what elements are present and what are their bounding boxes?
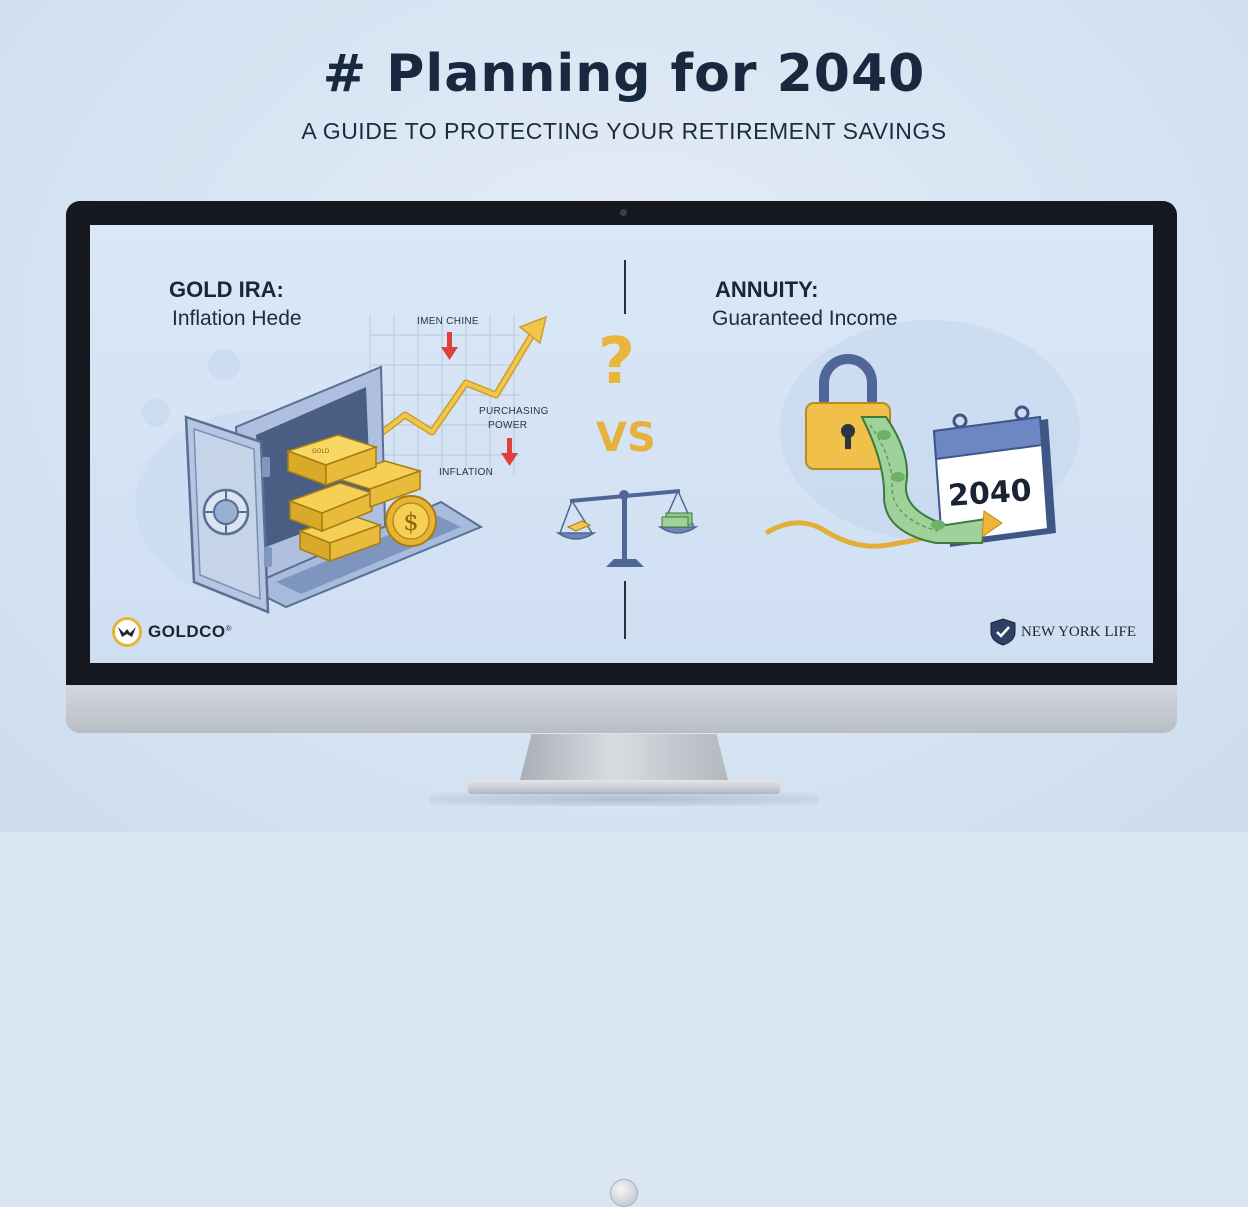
page-subtitle: A GUIDE TO PROTECTING YOUR RETIREMENT SA… <box>301 118 947 144</box>
new-york-life-wordmark: NEW YORK LIFE <box>1021 623 1136 640</box>
gold-ira-heading: GOLD IRA: <box>169 277 284 302</box>
monitor-bezel: GOLD IRA: Inflation Hede <box>66 201 1177 685</box>
monitor-stand-neck <box>519 734 729 784</box>
shield-icon <box>990 618 1016 646</box>
gold-bar-stamp: GOLD <box>312 448 330 455</box>
goldco-registered-mark: ® <box>225 623 232 633</box>
monitor-chin <box>66 685 1177 1207</box>
question-mark: ? <box>598 325 636 399</box>
webcam-icon <box>620 209 627 216</box>
coin-icon: $ <box>385 495 437 547</box>
goldco-wordmark: GOLDCO <box>148 622 226 641</box>
balance-scale-icon <box>555 489 699 567</box>
page-title: # Planning for 2040 <box>322 44 926 104</box>
power-button-icon <box>610 1179 638 1207</box>
monitor-stand-base <box>468 780 780 794</box>
chart-label-purchasing: PURCHASING <box>479 406 549 417</box>
monitor-shadow <box>430 792 818 806</box>
center-divider-top <box>624 260 626 314</box>
versus-label: VS <box>596 415 656 461</box>
monitor: GOLD IRA: Inflation Hede <box>66 201 1177 1207</box>
calendar-year: 2040 <box>947 473 1033 514</box>
annuity-subheading: Guaranteed Income <box>712 307 898 330</box>
gold-bars-icon: GOLD <box>285 434 423 563</box>
coin-symbol: $ <box>403 508 418 536</box>
eagle-icon <box>112 617 142 647</box>
annuity-heading: ANNUITY: <box>715 277 819 302</box>
growth-arrow-icon <box>369 315 548 475</box>
red-down-arrow-icon <box>441 332 458 360</box>
red-down-arrow-icon <box>501 438 518 466</box>
goldco-logo: GOLDCO ® <box>112 617 232 647</box>
chart-label-inflation: INFLATION <box>439 467 494 478</box>
center-divider-bottom <box>624 581 626 639</box>
new-york-life-logo: NEW YORK LIFE <box>990 618 1136 646</box>
money-bill-icon <box>860 416 1003 544</box>
chart-label-power: POWER <box>488 420 528 431</box>
monitor-screen: GOLD IRA: Inflation Hede <box>90 225 1153 663</box>
chart-label-top: IMEN CHINE <box>417 316 479 327</box>
calendar-icon: 2040 <box>932 405 1056 547</box>
gold-ira-subheading: Inflation Hede <box>172 307 302 330</box>
